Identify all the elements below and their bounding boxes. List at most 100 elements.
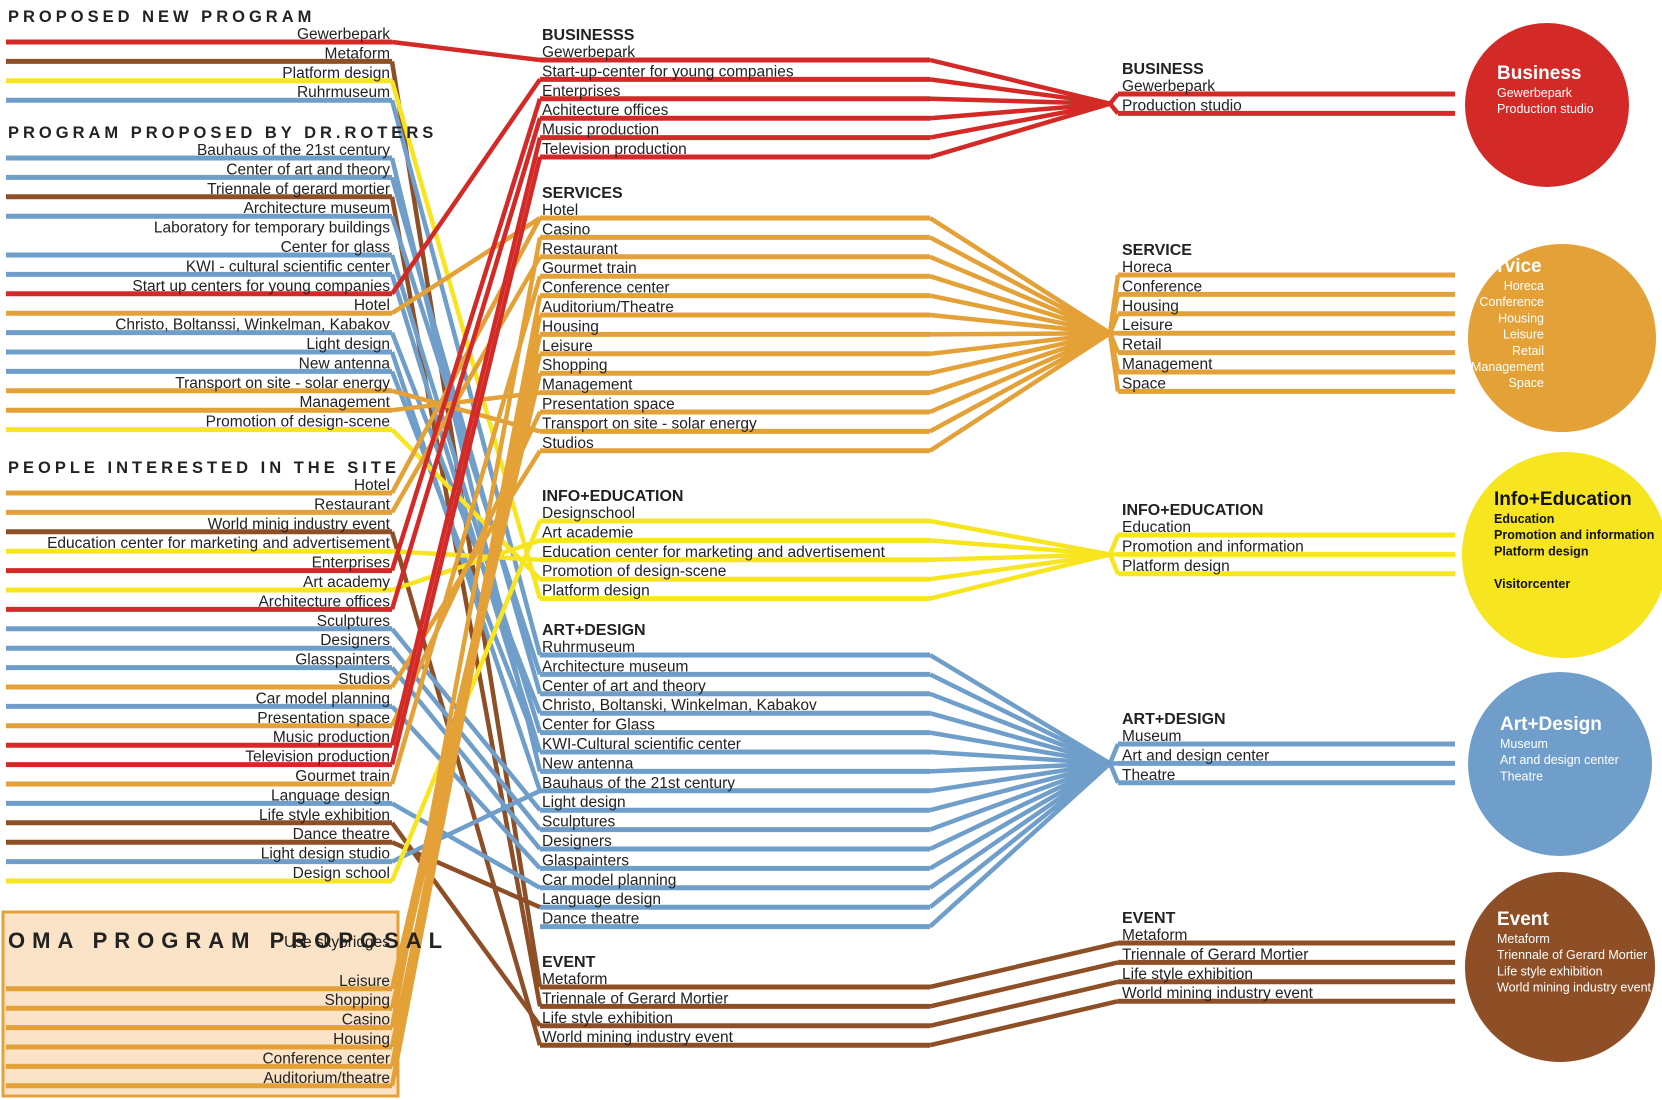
mid-item-studios: Studios [542,435,594,452]
left-item-ruhrmuseum: Ruhrmuseum [297,84,390,101]
mid-item-leisure: Leisure [542,338,593,355]
link-line-start-up-centers-for-young-companies [390,78,542,296]
service-circle-item-housing: Housing [1498,311,1544,325]
info-circle-item-visitorcenter: Visitorcenter [1494,577,1570,591]
fan-line-mid_business-music-production [929,101,1111,140]
right-item-education: Education [1122,519,1191,536]
fan-line-mid_info-art-academie [929,538,1111,557]
mid-item-designschool: Designschool [542,505,635,522]
right-item-museum: Museum [1122,728,1181,745]
mid-item-hotel: Hotel [542,202,578,219]
mid-item-casino: Casino [542,221,590,238]
fan-line-mid_services-housing [929,330,1111,337]
fan-line-mid_event-metaform [929,940,1119,990]
service-circle-title: Service [1474,256,1542,277]
service-circle-item-retail: Retail [1512,344,1544,358]
mid-item-light-design: Light design [542,794,626,811]
event-circle-title: Event [1497,909,1549,930]
mid-item-platform-design: Platform design [542,583,650,600]
mid-item-education-center-for-marketing-and-advertisement: Education center for marketing and adver… [542,544,886,561]
fan-line-mid_art-designers [929,761,1111,852]
link-line-enterprises [389,98,543,572]
right-item-platform-design: Platform design [1122,558,1230,575]
link-line-auditorium-theatre [389,314,543,1087]
left-item-metaform: Metaform [325,45,390,62]
fan-line-mid_art-christo-boltanski-winkelman-kabakov [929,711,1111,766]
mid-item-dance-theatre: Dance theatre [542,911,639,928]
fan-line-mid_art-dance-theatre [928,761,1112,929]
mid-item-enterprises: Enterprises [542,83,621,100]
fan-line-mid_event-world-mining-industry-event [929,999,1119,1048]
right-item-art-and-design-center: Art and design center [1122,747,1269,764]
fan-line-mid_art-architecture-museum [929,672,1111,766]
right-item-metaform: Metaform [1122,927,1187,944]
right-item-promotion-and-information: Promotion and information [1122,538,1304,555]
mid-item-shopping: Shopping [542,357,608,374]
section-title-proposed-new-program: PROPOSED NEW PROGRAM [8,8,315,26]
event-circle-item-triennale-of-gerard-mortier: Triennale of Gerard Mortier [1497,948,1647,962]
category-circles [1462,23,1662,1062]
link-line-management [391,390,541,413]
art-circle [1468,672,1652,856]
event-circle-item-world-mining-industry-event: World mining industry event [1497,981,1652,995]
flow-lines [6,39,1455,1089]
mid-item-auditorium-theatre: Auditorium/Theatre [542,299,674,316]
mid-item-art-academie: Art academie [542,524,633,541]
fan-line-mid_art-light-design [929,761,1111,813]
mid-item-ruhrmuseum: Ruhrmuseum [542,639,635,656]
mid-title-event: EVENT [542,954,596,971]
mid-item-triennale-of-gerard-mortier: Triennale of Gerard Mortier [542,990,728,1007]
left-item-presentation-space: Presentation space [257,710,390,727]
left-item-education-center-for-marketing-and-advertisement: Education center for marketing and adver… [47,535,391,552]
fan-line-mid_services-casino [928,235,1112,336]
mid-item-car-model-planning: Car model planning [542,872,676,889]
left-item-gewerbepark: Gewerbepark [297,26,390,43]
left-item-transport-on-site-solar-energy: Transport on site - solar energy [175,375,390,392]
fan-line-mid_business-gewerbepark [929,57,1111,106]
left-item-architecture-offices: Architecture offices [258,593,390,610]
business-circle-item-production-studio: Production studio [1497,102,1594,116]
mid-item-metaform: Metaform [542,971,607,988]
left-item-car-model-planning: Car model planning [256,690,390,707]
left-item-auditorium-theatre: Auditorium/theatre [263,1070,390,1087]
mid-item-gewerbepark: Gewerbepark [542,44,635,61]
section-title-people-interested-in-the-site: PEOPLE INTERESTED IN THE SITE [8,459,400,477]
right-item-gewerbepark: Gewerbepark [1122,78,1215,95]
fan-line-mid_info-platform-design [929,552,1111,601]
mid-item-achitecture-offices: Achitecture offices [542,102,669,119]
right-item-housing: Housing [1122,298,1179,315]
section-title-oma-program-proposal: OMA PROGRAM PROPOSAL [8,928,449,953]
left-item-hotel: Hotel [354,477,390,494]
mid-item-television-production: Television production [542,141,687,158]
link-line-restaurant [390,255,542,514]
fan-line-mid_services-leisure [929,330,1111,357]
fan-line-mid_info-education-center-for-marketing-and-advertisement [929,552,1111,563]
hub-line-info-0 [1107,534,1121,556]
right-title-art-design: ART+DESIGN [1122,711,1226,728]
right-item-life-style-exhibition: Life style exhibition [1122,966,1253,983]
fan-line-mid_art-center-for-glass [929,730,1111,766]
fan-line-mid_services-presentation-space [929,331,1111,415]
left-item-dance-theatre: Dance theatre [293,826,390,843]
mid-item-presentation-space: Presentation space [542,396,675,413]
hub-line-service-6 [1107,332,1121,392]
info-circle-item-education: Education [1494,512,1554,526]
mid-item-architecture-museum: Architecture museum [542,658,688,675]
left-item-new-antenna: New antenna [299,355,391,372]
left-item-bauhaus-of-the-21st-century: Bauhaus of the 21st century [197,142,390,159]
service-circle-item-horeca: Horeca [1504,279,1544,293]
left-item-light-design-studio: Light design studio [261,846,390,863]
left-item-language-design: Language design [271,787,390,804]
service-circle-item-management: Management [1471,360,1544,374]
left-item-triennale-of-gerard-mortier: Triennale of gerard mortier [207,181,390,198]
left-item-life-style-exhibition: Life style exhibition [259,807,390,824]
right-title-info-education: INFO+EDUCATION [1122,502,1263,519]
mid-item-conference-center: Conference center [542,280,670,297]
left-item-center-for-glass: Center for glass [281,239,391,256]
mid-item-life-style-exhibition: Life style exhibition [542,1010,673,1027]
art-circle-item-art-and-design-center: Art and design center [1500,753,1619,767]
event-circle [1465,872,1655,1062]
fan-line-mid_event-life-style-exhibition [929,979,1119,1028]
link-line-ruhrmuseum [389,99,543,656]
